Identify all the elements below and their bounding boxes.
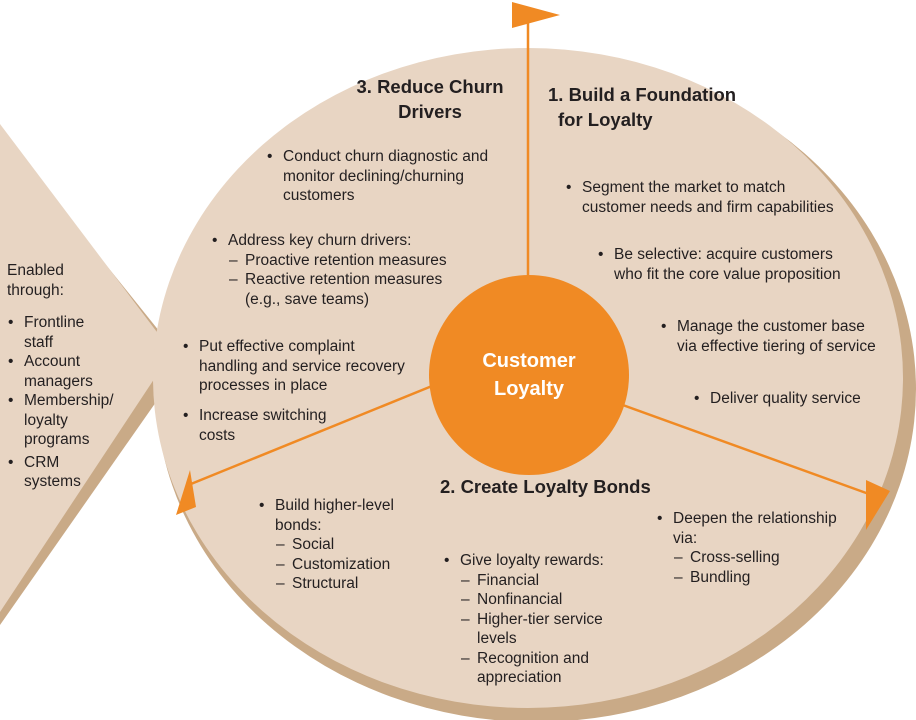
churn-bullet-diagnostic: Conduct churn diagnostic and monitor dec…	[266, 147, 488, 206]
sub-item: Nonfinancial	[443, 590, 604, 610]
arrowhead-right	[866, 480, 890, 530]
list-item: Give loyalty rewards:	[443, 551, 604, 571]
sub-item: Structural	[258, 574, 394, 594]
center-label-line1: Customer	[482, 350, 576, 372]
arrowhead-left	[176, 470, 196, 515]
reduce-churn-heading: 3. Reduce Churn Drivers	[355, 74, 505, 124]
list-item: Deepen the relationship	[656, 509, 837, 529]
churn-bullet-switching: Increase switching costs	[182, 406, 327, 445]
list-item-cont: managers	[24, 372, 93, 390]
build-foundation-heading: 1. Build a Foundation for Loyalty	[548, 82, 736, 132]
list-item-cont: processes in place	[199, 377, 328, 394]
churn-heading-line2: Drivers	[398, 101, 462, 122]
list-item: Deliver quality service	[693, 389, 861, 409]
churn-bullet-complaint: Put effective complaint handling and ser…	[182, 337, 405, 396]
build-bullet-selective: Be selective: acquire customers who fit …	[597, 245, 841, 284]
list-item: Conduct churn diagnostic and	[266, 147, 488, 167]
list-item-cont: via effective tiering of service	[677, 337, 876, 355]
list-item-cont: programs	[24, 431, 90, 448]
churn-heading-line1: 3. Reduce Churn	[356, 76, 504, 97]
enabled-title-cont: through:	[7, 281, 64, 299]
list-item: Build higher-level	[258, 496, 394, 516]
divider-right	[619, 402, 881, 500]
build-heading-line1: 1. Build a Foundation	[548, 84, 737, 105]
divider-left	[185, 384, 433, 488]
list-item: Frontline	[7, 313, 114, 333]
list-item: Segment the market to match	[565, 178, 834, 198]
list-item: Increase switching	[182, 406, 327, 426]
list-item-cont: handling and service recovery	[199, 357, 405, 375]
list-item: Address key churn drivers:	[211, 231, 447, 251]
list-item: CRM	[7, 453, 114, 473]
list-item-cont: who fit the core value proposition	[614, 265, 841, 283]
sub-item: Proactive retention measures	[211, 251, 447, 271]
list-item-cont: via:	[673, 529, 698, 547]
list-item-cont: systems	[24, 473, 81, 490]
list-item-cont: costs	[199, 426, 236, 444]
sub-item: Bundling	[656, 568, 837, 588]
bonds-heading: 2. Create Loyalty Bonds	[440, 476, 651, 497]
sub-item: Reactive retention measures	[211, 270, 447, 290]
sub-item: Cross-selling	[656, 548, 837, 568]
list-item: Be selective: acquire customers	[597, 245, 841, 265]
build-bullet-quality: Deliver quality service	[693, 389, 861, 409]
list-item: Put effective complaint	[182, 337, 405, 357]
sub-item-cont: appreciation	[477, 669, 562, 686]
build-heading-line2: for Loyalty	[558, 109, 653, 130]
enabled-through-panel: Enabled through: Frontline staff Account…	[7, 261, 114, 492]
sub-item-cont: levels	[477, 630, 517, 647]
sub-item: Social	[258, 535, 394, 555]
churn-bullet-drivers: Address key churn drivers: Proactive ret…	[211, 231, 447, 309]
sub-item-cont: (e.g., save teams)	[245, 290, 370, 308]
bonds-bullet-higher-level: Build higher-level bonds: Social Customi…	[258, 496, 394, 594]
list-item-cont: customers	[283, 187, 355, 204]
arrowhead-top	[512, 2, 560, 28]
sub-item: Financial	[443, 571, 604, 591]
list-item-cont: monitor declining/churning	[283, 167, 464, 185]
sub-item: Customization	[258, 555, 394, 575]
list-item-cont: bonds:	[275, 516, 322, 534]
list-item: Manage the customer base	[660, 317, 876, 337]
sub-item: Recognition and	[443, 649, 604, 669]
list-item-cont: staff	[24, 333, 54, 351]
list-item: Membership/	[7, 391, 114, 411]
center-label: Customer Loyalty	[430, 305, 628, 445]
list-item-cont: loyalty	[24, 411, 68, 429]
sub-item: Higher-tier service	[443, 610, 604, 630]
create-bonds-heading: 2. Create Loyalty Bonds	[440, 474, 651, 499]
bonds-bullet-deepen: Deepen the relationship via: Cross-selli…	[656, 509, 837, 587]
list-item: Account	[7, 352, 114, 372]
enabled-title: Enabled	[7, 262, 64, 279]
center-label-line2: Loyalty	[493, 378, 565, 400]
customer-loyalty-circle	[429, 275, 629, 475]
list-item-cont: customer needs and firm capabilities	[582, 198, 834, 216]
bonds-bullet-rewards: Give loyalty rewards: Financial Nonfinan…	[443, 551, 604, 688]
build-bullet-segment: Segment the market to match customer nee…	[565, 178, 834, 217]
build-bullet-tiering: Manage the customer base via effective t…	[660, 317, 876, 356]
